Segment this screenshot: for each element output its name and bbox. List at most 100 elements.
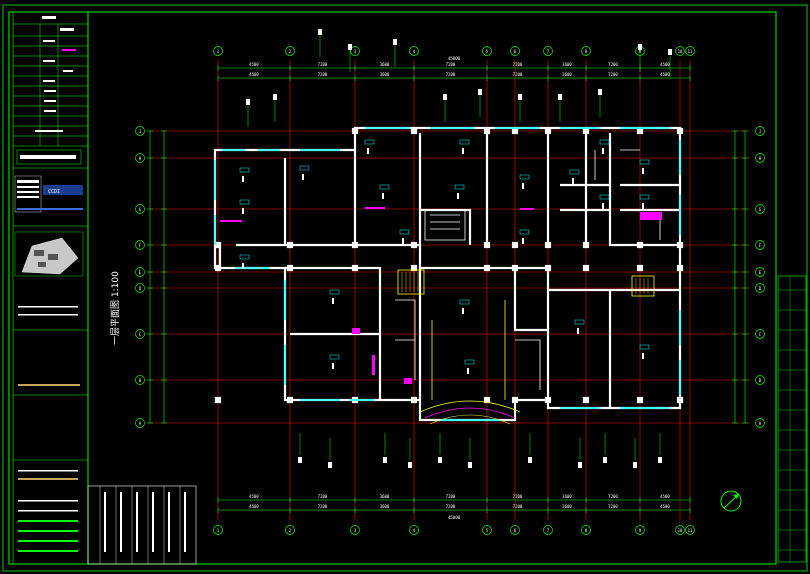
axis-bubble-left-H: H [135, 153, 145, 163]
column-3-1 [410, 241, 418, 249]
room-tag-16 [639, 194, 650, 209]
axis-bubble-top-8-circle [581, 46, 591, 56]
room-tag-box-4 [454, 184, 465, 190]
axis-bubble-right-G-label: G [759, 207, 762, 212]
leader-text-23 [658, 457, 662, 463]
axis-bubble-top-6-label: 6 [514, 49, 517, 54]
leader-text-12 [668, 49, 672, 55]
axis-bubble-bottom-10-label: 10 [678, 528, 683, 533]
axis-bubble-top-6-circle [510, 46, 520, 56]
axis-bubble-bottom-7: 7 [543, 525, 553, 535]
room-tag-7 [639, 159, 650, 174]
room-tag-mark-6 [572, 178, 574, 184]
axis-bubble-bottom-8-circle [581, 525, 591, 535]
axis-bubble-bottom-7-label: 7 [547, 528, 550, 533]
entrance-canopy [419, 300, 521, 425]
room-tag-mark-12 [467, 368, 469, 374]
column-2-2 [351, 264, 359, 272]
axis-bubble-left-D-label: D [139, 286, 142, 291]
room-tag-21 [459, 139, 470, 154]
dim-chain-right-inner [732, 130, 738, 424]
company-logo: CCDI [14, 175, 83, 213]
axis-bubble-bottom-2-label: 2 [289, 528, 292, 533]
axis-bubble-right-D-label: D [759, 286, 762, 291]
axis-bubble-top-3: 3 [350, 46, 360, 56]
leader-text-8 [518, 94, 522, 100]
column-7-1 [582, 241, 590, 249]
room-tag-mark-15 [602, 203, 604, 209]
axis-bubble-right-H-circle [755, 153, 765, 163]
axis-bubble-bottom-6-circle [510, 525, 520, 535]
column-6-3 [544, 396, 552, 404]
left-panel-border [8, 11, 89, 565]
column-0-3 [214, 396, 222, 404]
axis-bubble-left-G-circle [135, 204, 145, 214]
dim-chain-bottom-2-value-4: 7200 [513, 504, 523, 509]
room-tag-mark-14 [642, 353, 644, 359]
dim-chain-top-2-value-4: 7200 [513, 72, 523, 77]
room-tag-mark-11 [462, 308, 464, 314]
column-4-3 [483, 396, 491, 404]
axis-bubble-left-C-circle [135, 329, 145, 339]
wall-segment-2 [283, 158, 355, 247]
axis-bubble-right-D-circle [755, 283, 765, 293]
leader-text-21 [603, 457, 607, 463]
column-3-0 [410, 127, 418, 135]
left-title-panel: CCDI [8, 11, 89, 565]
dim-chain-bottom-1-value-6: 7200 [608, 494, 618, 499]
axis-bubble-left-D-circle [135, 283, 145, 293]
dim-chain-bottom-2-value-3: 7200 [446, 504, 456, 509]
axis-bubble-left-B: B [135, 375, 145, 385]
column-5-1 [511, 241, 519, 249]
dim-chain-top-1-value-6: 7200 [608, 62, 618, 67]
room-tag-mark-21 [462, 148, 464, 154]
dim-chain-right [742, 130, 748, 424]
axis-bubble-bottom-10-circle [675, 525, 685, 535]
axis-bubble-bottom-3-circle [350, 525, 360, 535]
partition-10 [515, 339, 541, 390]
dim-chain-top-1-value-0: 4500 [249, 62, 259, 67]
dim-chain-top-1-value-2: 3600 [380, 62, 390, 67]
axis-bubble-top-8: 8 [581, 46, 591, 56]
room-tag-8 [239, 199, 250, 214]
axis-bubble-top-7-circle [543, 46, 553, 56]
column-9-0 [676, 127, 684, 135]
axis-bubble-top-5-label: 5 [486, 49, 489, 54]
axis-bubble-bottom-6-label: 6 [514, 528, 517, 533]
dim-chain-bottom-1-value-4: 7200 [513, 494, 523, 499]
room-tag-mark-3 [382, 193, 384, 199]
column-7-0 [582, 127, 590, 135]
axis-bubble-bottom-1-circle [213, 525, 223, 535]
room-tag-box-11 [459, 299, 470, 305]
axis-bubble-bottom-11: 11 [685, 525, 695, 535]
axis-bubble-bottom-8-label: 8 [585, 528, 588, 533]
axis-bubble-bottom-9-label: 9 [639, 528, 642, 533]
key-plan-thumbnail [14, 231, 84, 277]
room-tag-box-14 [639, 344, 650, 350]
room-tag-mark-8 [242, 208, 244, 214]
axis-bubble-right-E-label: E [759, 270, 762, 275]
dim-chain-top-2-value-6: 7200 [608, 72, 618, 77]
dim-chain-bottom-2-value-2: 3600 [380, 504, 390, 509]
axis-bubble-left-F-circle [135, 240, 145, 250]
axis-bubble-right-J-label: J [759, 129, 761, 134]
leader-text-13 [298, 457, 302, 463]
axis-bubble-right-C: C [755, 329, 765, 339]
room-tag-mark-7 [642, 168, 644, 174]
axis-bubble-right-J: J [755, 126, 765, 136]
room-tag-box-22 [599, 139, 610, 145]
column-3-2 [410, 264, 418, 272]
axis-bubble-top-11: 11 [685, 46, 695, 56]
dim-chain-left-inner [161, 130, 167, 424]
room-tag-box-6 [569, 169, 580, 175]
column-1-2 [286, 264, 294, 272]
axis-bubble-top-5-circle [482, 46, 492, 56]
axis-bubble-top-4: 4 [409, 46, 419, 56]
axis-bubble-left-A-circle [135, 418, 145, 428]
axis-bubble-bottom-2: 2 [285, 525, 295, 535]
room-tag-12 [464, 359, 475, 374]
column-9-1 [676, 241, 684, 249]
axis-bubble-right-H-label: H [759, 156, 762, 161]
